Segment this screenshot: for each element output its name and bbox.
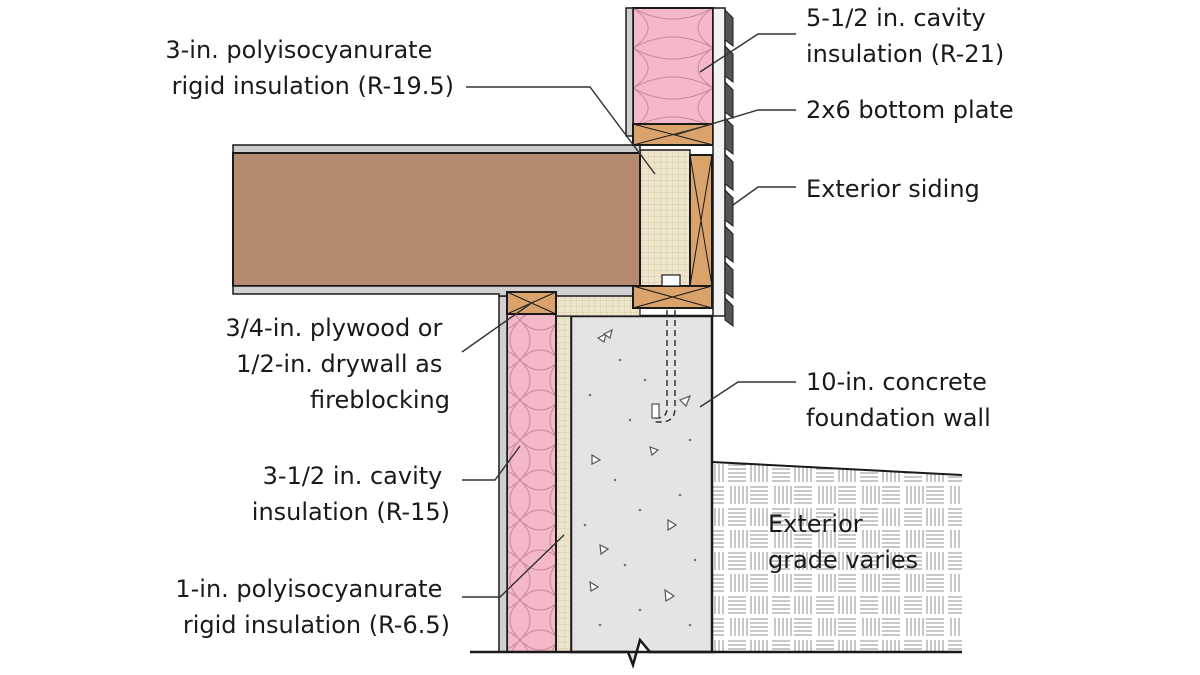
leader-rigid-top bbox=[466, 86, 656, 175]
exterior-soil bbox=[711, 461, 963, 652]
interior-cavity-insulation bbox=[506, 313, 557, 653]
label-cavity-bottom: 3-1/2 in. cavity insulation (R-15) bbox=[252, 462, 450, 526]
leader-cavity-bottom bbox=[462, 445, 521, 481]
sill-plate bbox=[632, 274, 713, 309]
leader-bottom-plate bbox=[674, 109, 796, 136]
rim-joist bbox=[689, 154, 713, 287]
leader-cavity-top bbox=[699, 33, 796, 73]
label-fireblocking: 3/4-in. plywood or 1/2-in. drywall as fi… bbox=[225, 314, 450, 414]
leader-siding bbox=[732, 186, 796, 206]
leader-foundation bbox=[699, 381, 796, 408]
leader-fireblocking bbox=[461, 301, 534, 353]
callout-labels: 3-in. polyisocyanurate rigid insulation … bbox=[165, 4, 1013, 639]
leader-rigid-bottom bbox=[462, 534, 565, 598]
leader-lines bbox=[461, 33, 796, 598]
floor-joist bbox=[232, 144, 641, 297]
interior-rigid-insulation bbox=[555, 315, 572, 653]
label-rigid-top: 3-in. polyisocyanurate rigid insulation … bbox=[165, 36, 454, 100]
upper-wall-drywall bbox=[625, 7, 634, 137]
exterior-sheathing-siding bbox=[712, 7, 734, 327]
concrete-foundation-wall bbox=[569, 280, 714, 669]
label-cavity-top: 5-1/2 in. cavity insulation (R-21) bbox=[806, 4, 1004, 68]
label-siding: Exterior siding bbox=[806, 175, 980, 203]
upper-cavity-insulation bbox=[632, 7, 714, 125]
label-grade: Exterior grade varies bbox=[768, 510, 918, 574]
label-rigid-bottom: 1-in. polyisocyanurate rigid insulation … bbox=[175, 575, 450, 639]
label-bottom-plate: 2x6 bottom plate bbox=[806, 96, 1014, 124]
label-foundation: 10-in. concrete foundation wall bbox=[806, 368, 995, 432]
